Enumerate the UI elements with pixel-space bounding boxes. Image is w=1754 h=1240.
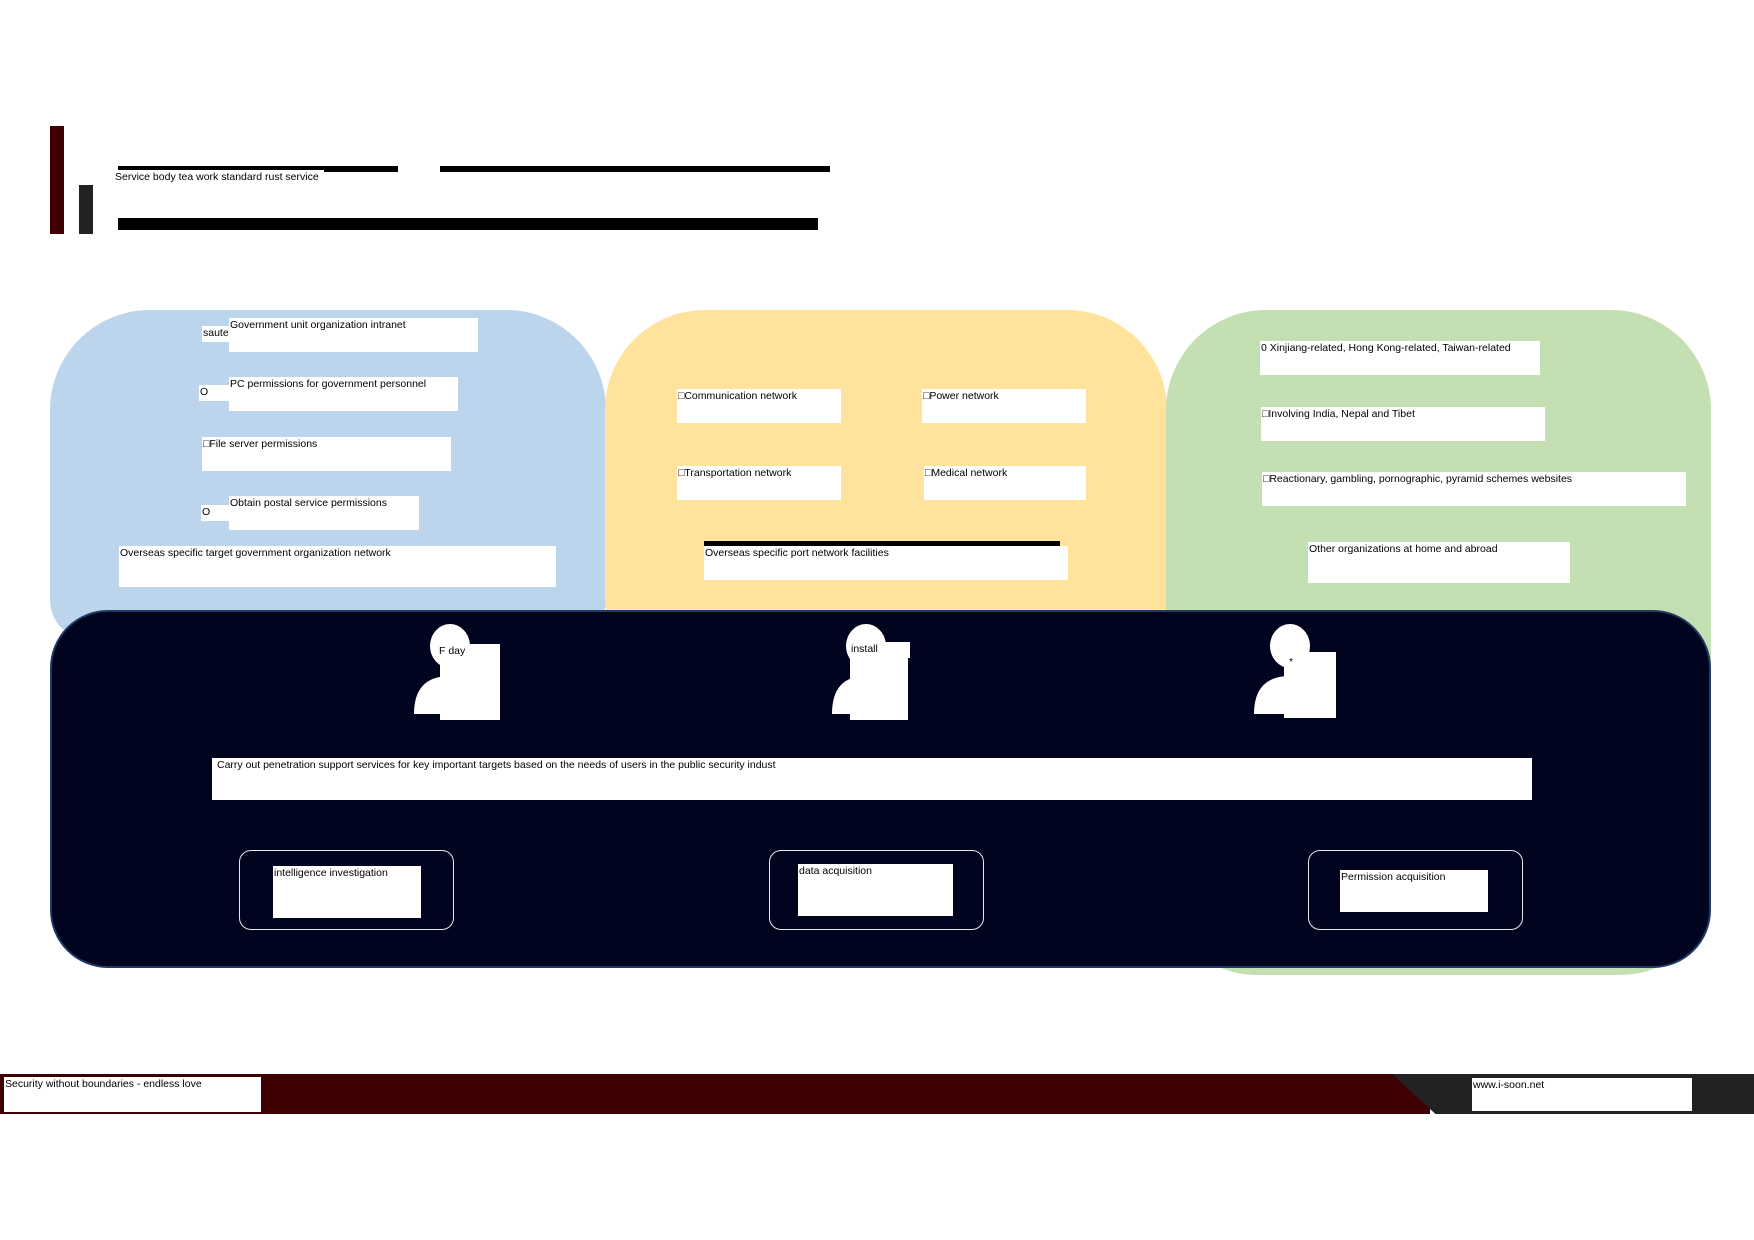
blue-item-label: PC permissions for government personnel bbox=[229, 377, 458, 411]
blue-item-label: Obtain postal service permissions bbox=[229, 496, 419, 530]
avatar-label: F day bbox=[438, 644, 498, 660]
blue-item-label: □File server permissions bbox=[202, 437, 451, 471]
footer-slogan: Security without boundaries - endless lo… bbox=[4, 1077, 261, 1112]
green-item-label: □Involving India, Nepal and Tibet bbox=[1261, 407, 1545, 441]
yellow-item-label: □Communication network bbox=[677, 389, 841, 423]
yellow-item-label: □Power network bbox=[922, 389, 1086, 423]
green-item-label: □Reactionary, gambling, pornographic, py… bbox=[1262, 472, 1686, 506]
footer-website: www.i-soon.net bbox=[1472, 1078, 1692, 1111]
yellow-panel-caption: Overseas specific port network facilitie… bbox=[704, 546, 1068, 580]
blue-item-marker: O bbox=[199, 385, 231, 401]
avatar-label: * bbox=[1288, 655, 1308, 671]
title-garbled-glyphs bbox=[440, 166, 830, 172]
title-accent-bar-gray bbox=[79, 185, 93, 234]
yellow-caption-garbled bbox=[704, 541, 1060, 547]
green-panel-caption: Other organizations at home and abroad bbox=[1308, 542, 1570, 583]
core-statement: Carry out penetration support services f… bbox=[216, 758, 776, 774]
blue-panel-caption: Overseas specific target government orga… bbox=[119, 546, 556, 587]
capability-label: Permission acquisition bbox=[1340, 870, 1488, 912]
user-icon bbox=[412, 624, 512, 724]
title-accent-bar-red bbox=[50, 126, 64, 234]
capability-data-acquisition-box bbox=[769, 850, 984, 930]
blue-panel bbox=[50, 310, 606, 640]
blue-item-marker: saute bbox=[202, 326, 230, 342]
yellow-item-label: □Medical network bbox=[924, 466, 1086, 500]
capability-intelligence-investigation-box bbox=[239, 850, 454, 930]
title-garbled-glyphs bbox=[118, 218, 818, 230]
capability-label: intelligence investigation bbox=[273, 866, 421, 918]
capability-permission-acquisition-box bbox=[1308, 850, 1523, 930]
blue-item-marker: O bbox=[201, 505, 231, 521]
user-icon bbox=[1252, 624, 1352, 724]
yellow-item-label: □Transportation network bbox=[677, 466, 841, 500]
green-item-label: 0 Xinjiang-related, Hong Kong-related, T… bbox=[1260, 341, 1540, 375]
user-icon bbox=[830, 624, 930, 724]
avatar-label: install bbox=[850, 642, 910, 658]
title-garbled-glyphs bbox=[118, 166, 398, 172]
blue-item-label: Government unit organization intranet bbox=[229, 318, 478, 352]
capability-label: data acquisition bbox=[798, 864, 953, 916]
page-subtitle: Service body tea work standard rust serv… bbox=[114, 170, 324, 218]
